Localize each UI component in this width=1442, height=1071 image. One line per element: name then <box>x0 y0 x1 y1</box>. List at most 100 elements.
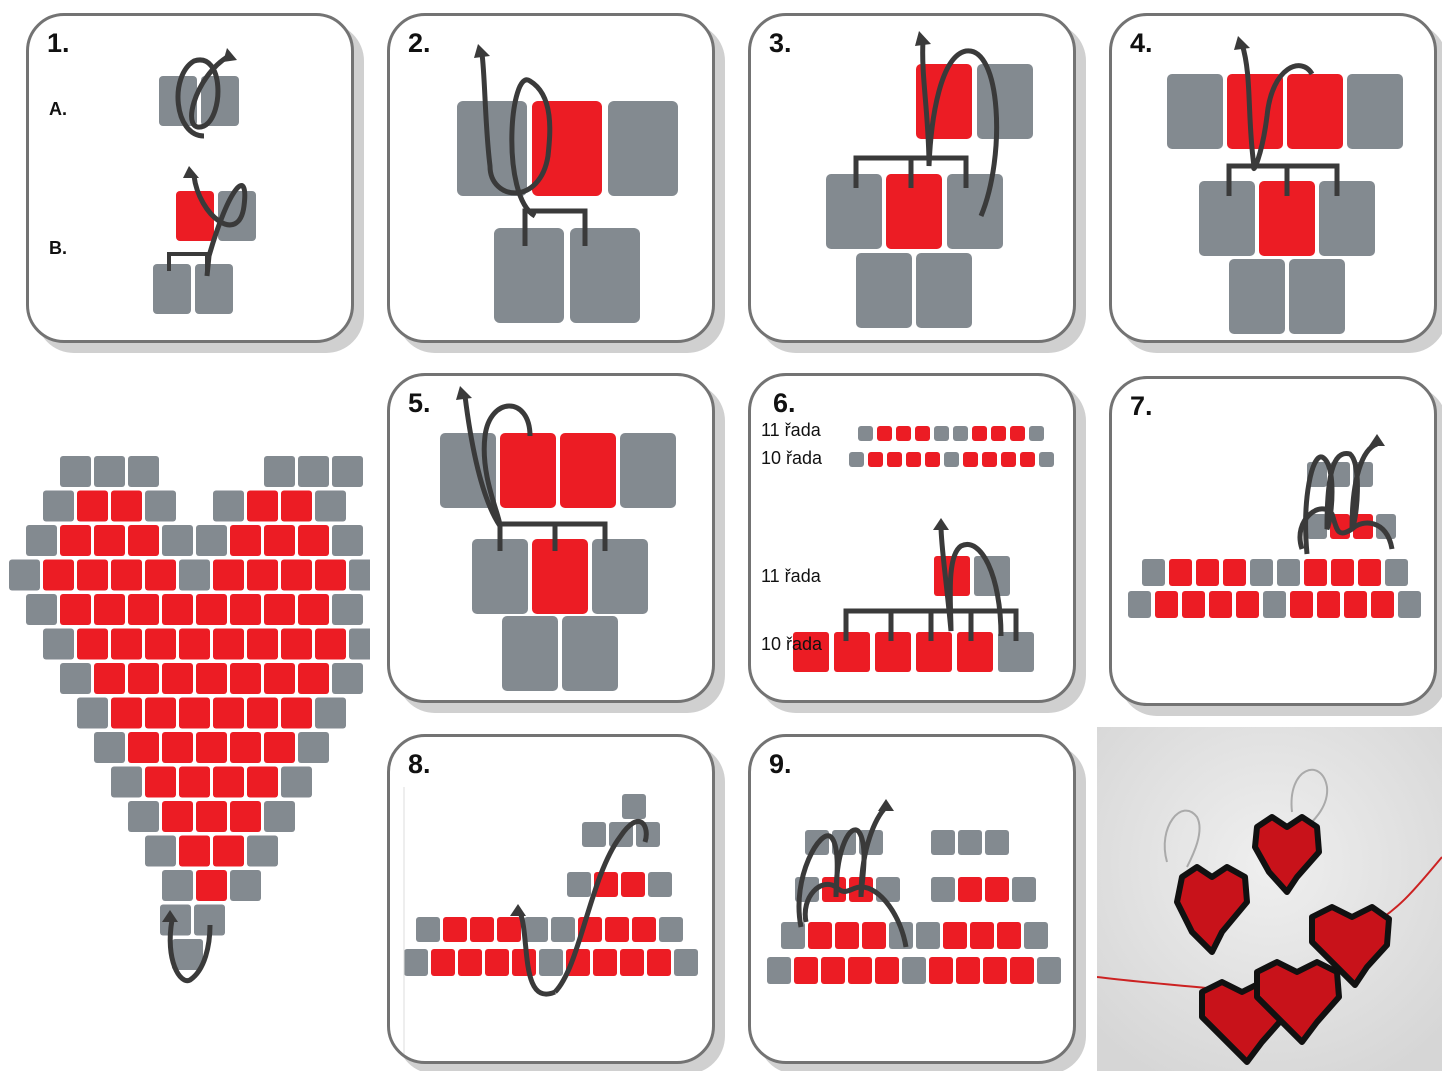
gray-bead <box>902 957 926 984</box>
gray-bead <box>416 917 440 942</box>
gray-bead <box>1398 591 1421 618</box>
red-bead <box>1020 452 1035 467</box>
red-bead <box>230 525 261 556</box>
step-3-panel: 3. <box>748 13 1076 343</box>
red-bead <box>94 525 125 556</box>
red-bead <box>470 917 494 942</box>
red-bead <box>77 560 108 591</box>
red-bead <box>213 629 244 660</box>
red-bead <box>162 594 193 625</box>
red-bead <box>128 594 159 625</box>
red-bead <box>281 560 312 591</box>
gray-bead <box>77 698 108 729</box>
red-bead <box>247 491 278 522</box>
red-bead <box>963 452 978 467</box>
gray-bead <box>1385 559 1408 586</box>
gray-bead <box>26 594 57 625</box>
red-bead <box>43 560 74 591</box>
gray-bead <box>858 426 873 441</box>
red-bead <box>111 629 142 660</box>
step-2-panel: 2. <box>387 13 715 343</box>
gray-bead <box>524 917 548 942</box>
red-bead <box>247 698 278 729</box>
red-bead <box>213 560 244 591</box>
red-bead <box>896 426 911 441</box>
red-bead <box>983 957 1007 984</box>
red-bead <box>196 732 227 763</box>
red-bead <box>834 632 870 672</box>
red-bead <box>1196 559 1219 586</box>
gray-bead <box>162 525 193 556</box>
step-6-panel: 6. 11 řada 10 řada 11 řada 10 řada <box>748 373 1076 703</box>
red-bead <box>991 426 1006 441</box>
red-bead <box>264 732 295 763</box>
step-4-panel: 4. <box>1109 13 1437 343</box>
gray-bead <box>349 560 370 591</box>
step-7-diagram <box>1112 379 1437 706</box>
red-bead <box>213 767 244 798</box>
red-bead <box>298 663 329 694</box>
gray-bead <box>1012 877 1036 902</box>
red-bead <box>1209 591 1232 618</box>
red-bead <box>128 732 159 763</box>
red-bead <box>982 452 997 467</box>
red-bead <box>605 917 629 942</box>
step-4-diagram <box>1112 16 1437 343</box>
gray-bead <box>567 872 591 897</box>
red-bead <box>77 629 108 660</box>
red-bead <box>145 560 176 591</box>
red-bead <box>162 801 193 832</box>
red-bead <box>1331 559 1354 586</box>
step-9-diagram <box>751 737 1076 1064</box>
red-bead <box>179 767 210 798</box>
thread-arrow-icon <box>878 799 894 811</box>
red-bead <box>431 949 455 976</box>
step-4-number: 4. <box>1130 28 1153 59</box>
red-bead <box>196 594 227 625</box>
gray-bead <box>264 456 295 487</box>
red-bead <box>162 732 193 763</box>
gray-bead <box>931 877 955 902</box>
gray-bead <box>9 560 40 591</box>
red-bead <box>925 452 940 467</box>
row-11-label-bottom: 11 řada <box>761 566 821 587</box>
step-9-panel: 9. <box>748 734 1076 1064</box>
red-bead <box>485 949 509 976</box>
red-bead <box>315 629 346 660</box>
step-5-panel: 5. <box>387 373 715 703</box>
red-bead <box>593 949 617 976</box>
row-10-label-top: 10 řada <box>761 448 822 469</box>
gray-bead <box>934 426 949 441</box>
red-bead <box>315 560 346 591</box>
gray-bead <box>196 525 227 556</box>
gray-bead <box>298 732 329 763</box>
red-bead <box>1010 957 1034 984</box>
red-bead <box>1155 591 1178 618</box>
red-bead <box>247 629 278 660</box>
gray-bead <box>958 830 982 855</box>
gray-bead <box>931 830 955 855</box>
gray-bead <box>332 663 363 694</box>
red-bead <box>60 594 91 625</box>
red-bead <box>621 872 645 897</box>
red-bead <box>497 917 521 942</box>
red-bead <box>179 698 210 729</box>
gray-bead <box>315 491 346 522</box>
thread-arrow-icon <box>933 518 949 530</box>
step-9-number: 9. <box>769 749 792 780</box>
red-bead <box>111 698 142 729</box>
row-11-label-top: 11 řada <box>761 420 821 441</box>
gray-bead <box>349 629 370 660</box>
gray-bead <box>849 452 864 467</box>
step-8-panel: 8. <box>387 734 715 1064</box>
red-bead <box>906 452 921 467</box>
red-bead <box>128 525 159 556</box>
step-1-panel: 1. A. B. <box>26 13 354 343</box>
gray-bead <box>60 663 91 694</box>
gray-bead <box>315 698 346 729</box>
gray-bead <box>247 836 278 867</box>
red-bead <box>1223 559 1246 586</box>
gray-bead <box>1142 559 1165 586</box>
red-bead <box>230 801 261 832</box>
red-bead <box>1344 591 1367 618</box>
